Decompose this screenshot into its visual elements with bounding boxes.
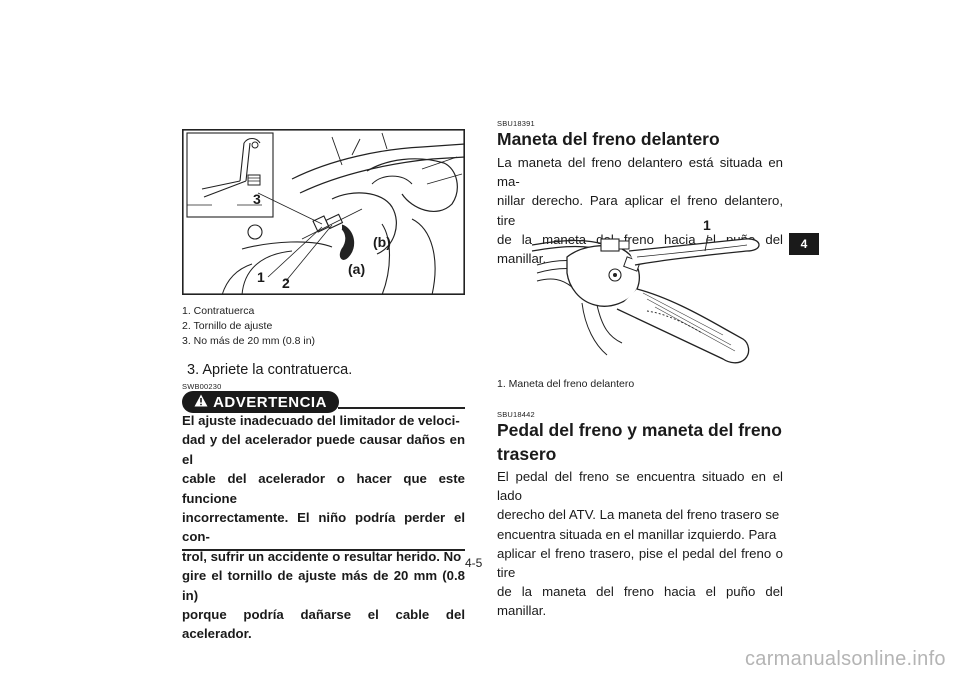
section-code: SBU18442 — [497, 410, 535, 419]
section-title: Maneta del freno delantero — [497, 129, 720, 149]
figure-label-b: (b) — [373, 234, 391, 250]
right-column: SBU18391 Maneta del freno delantero La m… — [480, 0, 960, 679]
warning-line: trol, sufrir un accidente o resultar her… — [182, 548, 462, 564]
section-code: SBU18391 — [497, 119, 535, 128]
throttle-adjust-figure: 3 (b) (a) 1 2 — [182, 129, 466, 296]
brake-lever-figure: 1 — [497, 217, 783, 371]
caption-item: 2. Tornillo de ajuste — [182, 320, 273, 332]
figure-caption: 1. Maneta del freno delantero — [497, 378, 635, 390]
figure-label-1: 1 — [703, 217, 711, 233]
figure-label-1: 1 — [257, 269, 265, 285]
caption-item: 3. No más de 20 mm (0.8 in) — [182, 335, 316, 347]
warning-badge: ADVERTENCIA — [182, 391, 339, 413]
figure-captions: 1. Contratuerca 2. Tornillo de ajuste 3.… — [182, 304, 315, 349]
warning-code: SWB00230 — [182, 382, 222, 391]
warning-line: El ajuste inadecuado del limitador de ve… — [182, 413, 460, 428]
chapter-tab: 4 — [789, 233, 819, 255]
warning-rule-bottom — [182, 549, 465, 551]
warning-line: cable del acelerador o hacer que este fu… — [182, 471, 465, 506]
section-title-line: Pedal del freno y maneta del freno — [497, 420, 782, 440]
warning-line: gire el tornillo de ajuste más de 20 mm … — [182, 568, 465, 603]
warning-line: dad y del acelerador puede causar daños … — [182, 432, 465, 467]
warning-triangle-icon — [194, 394, 208, 411]
body-line: nillar derecho. Para aplicar el freno de… — [497, 193, 783, 228]
throttle-illustration — [182, 129, 466, 296]
warning-line: porque podría dañarse el cable del acele… — [182, 607, 465, 642]
watermark: carmanualsonline.info — [745, 648, 946, 670]
instruction-step: 3. Apriete la contratuerca. — [187, 362, 353, 378]
warning-line: incorrectamente. El niño podría perder e… — [182, 510, 465, 545]
left-column: 3 (b) (a) 1 2 1. Contratuerca 2. Tornill… — [182, 129, 466, 644]
body-line: La maneta del freno delantero está situa… — [497, 155, 783, 190]
body-line: de la maneta del freno hacia el puño del… — [497, 584, 783, 619]
body-line: aplicar el freno trasero, pise el pedal … — [497, 545, 783, 581]
warning-rule-top — [338, 407, 465, 409]
warning-text: El ajuste inadecuado del limitador de ve… — [182, 411, 465, 644]
figure-label-3: 3 — [253, 191, 261, 207]
caption-item: 1. Contratuerca — [182, 305, 255, 317]
body-line: El pedal del freno se encuentra situado … — [497, 469, 783, 504]
body-line: derecho del ATV. La maneta del freno tra… — [497, 507, 780, 523]
brake-lever-illustration — [531, 234, 760, 364]
figure-label-a: (a) — [348, 261, 366, 277]
warning-title: ADVERTENCIA — [213, 393, 327, 411]
section-body: El pedal del freno se encuentra situado … — [497, 467, 783, 621]
figure-label-2: 2 — [282, 275, 290, 291]
section-title-line: trasero — [497, 444, 557, 464]
section-title: Pedal del freno y maneta del freno trase… — [497, 418, 782, 466]
body-line: encuentra situada en el manillar izquier… — [497, 526, 777, 542]
page-number: 4-5 — [465, 556, 483, 570]
